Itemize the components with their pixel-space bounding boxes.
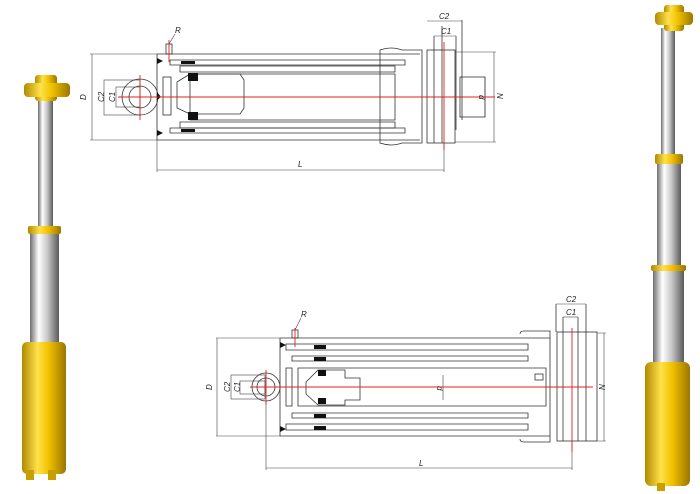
label-eye-C1: C1 [233, 382, 242, 392]
head-pin [655, 12, 693, 25]
right-cylinder-render [645, 5, 693, 491]
stage-2 [657, 163, 681, 273]
collar [651, 265, 686, 271]
label-N: N [495, 93, 504, 99]
barrel [645, 362, 690, 486]
base-lug [26, 470, 34, 480]
stage-3 [653, 268, 684, 368]
label-eye-C1: C1 [108, 92, 117, 102]
label-L: L [298, 160, 302, 169]
label-R: R [301, 310, 307, 319]
label-flange-C2: C2 [439, 12, 450, 21]
label-N: N [597, 384, 606, 390]
label-flange-C1: C1 [566, 308, 576, 317]
head-pin [24, 83, 70, 97]
label-eye-C2: C2 [97, 91, 106, 102]
top-section-drawing: R D C2 C1 L C2 C1 d N [79, 12, 504, 172]
base-lug [657, 483, 665, 491]
label-D: D [79, 94, 88, 100]
label-L: L [419, 459, 423, 468]
label-flange-C2: C2 [566, 295, 577, 304]
base-lug [48, 470, 56, 480]
label-d: d [435, 386, 444, 391]
label-d: d [477, 95, 486, 100]
bottom-section-drawing: R D C2 C1 L C2 C1 d N [205, 295, 606, 470]
flange [426, 49, 456, 144]
middle-stage [30, 230, 59, 348]
left-cylinder-render [22, 75, 70, 480]
rod [661, 28, 675, 160]
rod [38, 98, 53, 233]
collar [655, 154, 683, 164]
label-eye-C2: C2 [223, 381, 232, 392]
flange [556, 331, 598, 442]
label-flange-C1: C1 [441, 27, 451, 36]
label-R: R [175, 26, 181, 35]
barrel [22, 342, 66, 474]
collar [28, 226, 61, 234]
label-D: D [205, 384, 214, 390]
